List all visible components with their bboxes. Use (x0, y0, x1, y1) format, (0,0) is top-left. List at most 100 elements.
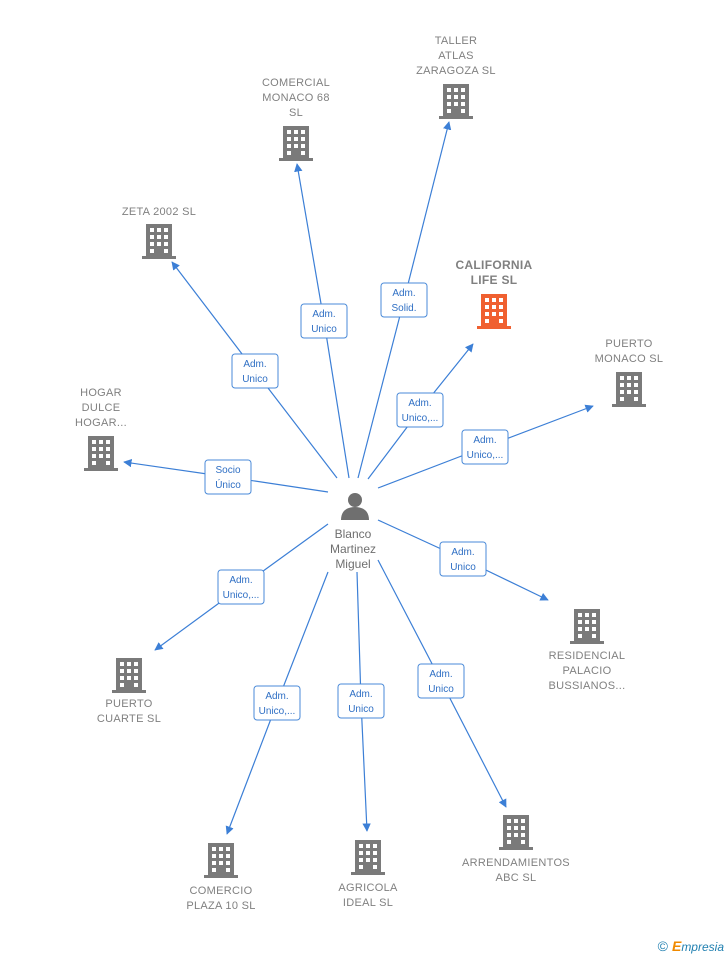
relation-box (300, 303, 348, 339)
relation-text: Adm. (243, 359, 266, 370)
person-icon (341, 493, 369, 520)
relation-text: Adm. (312, 309, 335, 320)
relation-label-puerto_cuarte[interactable]: Adm. Unico,... (217, 569, 265, 605)
relation-label-arrendamientos[interactable]: Adm. Unico (417, 663, 465, 699)
company-name-line: ATLAS (438, 50, 474, 62)
building-icon (499, 815, 533, 850)
company-name-line: BUSSIANOS... (549, 680, 626, 692)
company-node-puerto_cuarte[interactable]: PUERTO CUARTE SL (97, 658, 161, 725)
relation-text: Adm. (229, 575, 252, 586)
relation-label-residencial[interactable]: Adm. Unico (439, 541, 487, 577)
company-name-line: ZARAGOZA SL (416, 65, 496, 77)
relation-box (461, 429, 509, 465)
relation-text: Unico (242, 374, 268, 385)
building-icon (612, 372, 646, 407)
relation-text: Adm. (408, 398, 431, 409)
relation-text: Unico (348, 704, 374, 715)
relation-box (337, 683, 385, 719)
company-node-taller[interactable]: TALLER ATLAS ZARAGOZA SL (416, 35, 496, 119)
relation-label-taller[interactable]: Adm. Solid. (380, 282, 428, 318)
building-icon (204, 843, 238, 878)
building-icon (84, 436, 118, 471)
relation-text: Adm. (265, 691, 288, 702)
relation-label-agricola[interactable]: Adm. Unico (337, 683, 385, 719)
relation-text: Unico,... (259, 706, 296, 717)
company-name-line: MONACO 68 (262, 92, 330, 104)
relation-box (204, 459, 252, 495)
building-icon (570, 609, 604, 644)
company-name-line: PLAZA 10 SL (186, 900, 255, 912)
person-name-line-2: Martinez (330, 542, 376, 556)
relation-text: Unico,... (467, 450, 504, 461)
relation-text: Único (215, 478, 241, 491)
company-name-line: CUARTE SL (97, 713, 161, 725)
company-name-line: PUERTO (105, 698, 152, 710)
building-icon (112, 658, 146, 693)
relation-text: Unico (450, 562, 476, 573)
building-icon (477, 294, 511, 329)
building-icon (142, 224, 176, 259)
company-name-line: HOGAR... (75, 417, 127, 429)
relation-text: Unico,... (402, 413, 439, 424)
company-name-line: SL (289, 107, 303, 119)
relation-text: Unico,... (223, 590, 260, 601)
company-name-line: TALLER (435, 35, 478, 47)
company-name-line: ZETA 2002 SL (122, 206, 196, 218)
company-name-line: RESIDENCIAL (549, 650, 626, 662)
company-node-puerto_monaco[interactable]: PUERTO MONACO SL (595, 338, 664, 407)
building-icon (279, 126, 313, 161)
company-node-agricola[interactable]: AGRICOLA IDEAL SL (338, 840, 398, 909)
relation-text: Unico (428, 684, 454, 695)
company-name-line: DULCE (82, 402, 121, 414)
relation-box (380, 282, 428, 318)
relation-box (396, 392, 444, 428)
relation-label-comercio[interactable]: Adm. Unico,... (253, 685, 301, 721)
company-name-line: COMERCIAL (262, 77, 330, 89)
relation-label-california[interactable]: Adm. Unico,... (396, 392, 444, 428)
relation-text: Adm. (392, 288, 415, 299)
building-icon (351, 840, 385, 875)
company-name-line: AGRICOLA (338, 882, 398, 894)
relation-text: Adm. (429, 669, 452, 680)
company-name-line: COMERCIO (190, 885, 253, 897)
person-name-line-1: Blanco (335, 527, 372, 541)
relation-text: Adm. (349, 689, 372, 700)
relation-text: Solid. (391, 303, 416, 314)
company-name-line: PUERTO (605, 338, 652, 350)
person-name-line-3: Miguel (335, 557, 370, 571)
brand-logo: Empresia (671, 938, 724, 954)
relation-text: Unico (311, 324, 337, 335)
company-node-residencial[interactable]: RESIDENCIAL PALACIO BUSSIANOS... (549, 609, 626, 692)
company-node-comercial[interactable]: COMERCIAL MONACO 68 SL (262, 77, 330, 161)
copyright-icon: © (657, 938, 668, 954)
relation-box (439, 541, 487, 577)
company-name-line: CALIFORNIA (456, 258, 533, 272)
company-node-arrendamientos[interactable]: ARRENDAMIENTOS ABC SL (462, 815, 570, 884)
company-node-comercio[interactable]: COMERCIO PLAZA 10 SL (186, 843, 255, 912)
relation-text: Adm. (473, 435, 496, 446)
relation-box (417, 663, 465, 699)
company-name-line: PALACIO (563, 665, 612, 677)
footer-brand: © Empresia (658, 938, 724, 954)
relation-text: Adm. (451, 547, 474, 558)
company-node-zeta[interactable]: ZETA 2002 SL (122, 206, 196, 259)
relation-box (231, 353, 279, 389)
person-node[interactable]: Blanco Martinez Miguel (330, 493, 376, 571)
company-name-line: ARRENDAMIENTOS (462, 857, 570, 869)
relation-box (217, 569, 265, 605)
company-node-hogar[interactable]: HOGAR DULCE HOGAR... (75, 387, 127, 471)
company-name-line: MONACO SL (595, 353, 664, 365)
company-name-line: ABC SL (496, 872, 537, 884)
company-name-line: LIFE SL (471, 273, 518, 287)
relation-text: Socio (215, 465, 240, 476)
relation-label-zeta[interactable]: Adm. Unico (231, 353, 279, 389)
relation-label-puerto_monaco[interactable]: Adm. Unico,... (461, 429, 509, 465)
company-name-line: HOGAR (80, 387, 122, 399)
company-name-line: IDEAL SL (343, 897, 393, 909)
relation-label-comercial[interactable]: Adm. Unico (300, 303, 348, 339)
building-icon (439, 84, 473, 119)
